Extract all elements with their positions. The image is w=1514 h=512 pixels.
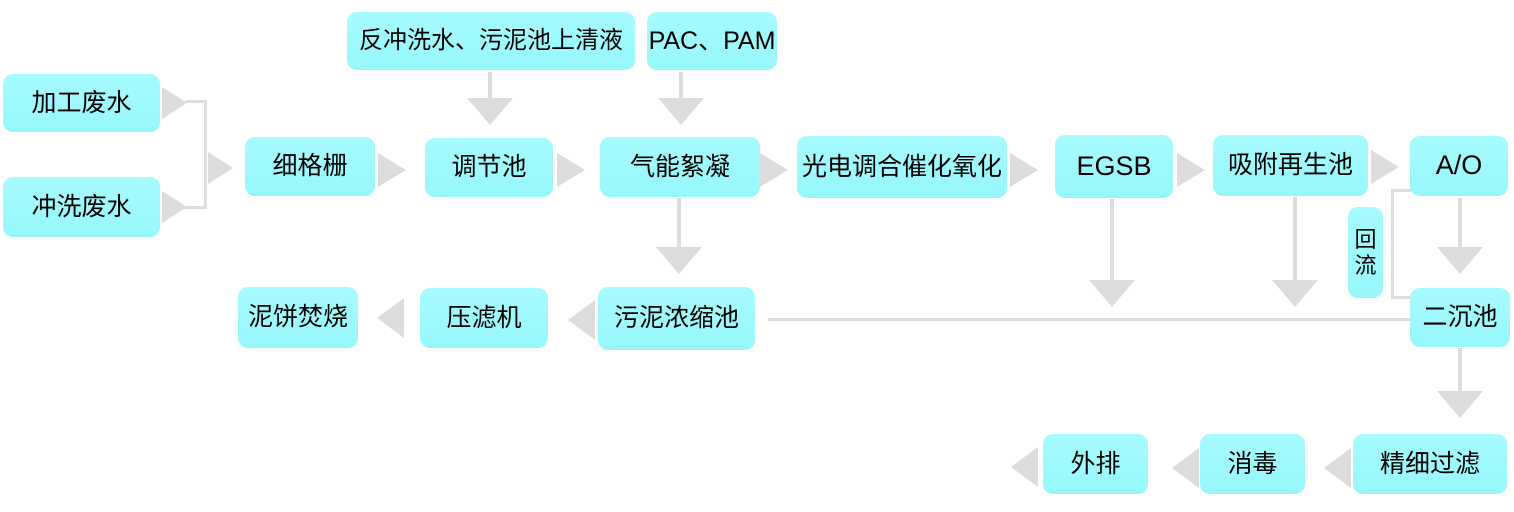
- arrow-right-merge-to-fine-screen-icon: [208, 152, 233, 184]
- node-photoelectric-oxidation: 光电调合催化氧化: [797, 136, 1007, 198]
- connector-merge-vertical: [204, 100, 207, 209]
- node-secondary-sedimentation: 二沉池: [1410, 288, 1510, 347]
- node-filter-press: 压滤机: [420, 288, 548, 348]
- connector-reflux-vertical: [1391, 189, 1394, 299]
- arrow-right-fine-screen-to-regulating-icon: [378, 153, 406, 187]
- connector-sludge-line: [768, 318, 1412, 321]
- connector-reflux-bottom: [1391, 296, 1411, 299]
- arrow-down-pacpam-to-flocculation-icon: [658, 98, 704, 125]
- node-backwash-supernatant: 反冲洗水、污泥池上清液: [347, 12, 635, 70]
- arrow-left-thickening-to-filterpress-icon: [568, 300, 595, 340]
- arrow-down-ao-shaft: [1458, 198, 1462, 247]
- node-disinfection: 消毒: [1200, 434, 1305, 494]
- arrow-down-sedimentation-to-filtration-icon: [1437, 391, 1483, 418]
- arrow-right-oxidation-to-egsb-icon: [1010, 153, 1038, 187]
- node-rinse-wastewater: 冲洗废水: [3, 177, 160, 237]
- node-pac-pam: PAC、PAM: [647, 12, 777, 70]
- arrow-down-flocculation-to-thickening-icon: [656, 247, 702, 274]
- arrow-down-ao-to-sedimentation-icon: [1437, 247, 1483, 274]
- arrow-down-pacpam-shaft: [679, 72, 683, 100]
- node-fine-screen: 细格栅: [245, 137, 375, 196]
- arrow-down-backwash-shaft: [488, 72, 492, 100]
- arrow-left-filterpress-to-incineration-icon: [377, 298, 404, 338]
- arrow-down-egsb-to-sludge-line-icon: [1089, 280, 1135, 307]
- connector-merge-stub-top: [185, 100, 207, 103]
- node-reflux-label: 回流: [1348, 207, 1383, 298]
- node-regulating-tank: 调节池: [425, 138, 553, 197]
- node-adsorption-regeneration: 吸附再生池: [1213, 135, 1368, 196]
- node-gas-flocculation: 气能絮凝: [600, 137, 760, 197]
- arrow-down-sedimentation-shaft: [1458, 348, 1462, 391]
- node-sludge-incineration: 泥饼焚烧: [238, 287, 358, 348]
- arrow-left-discharge-out-icon: [1011, 447, 1038, 487]
- node-ao: A/O: [1410, 136, 1508, 196]
- node-fine-filtration: 精细过滤: [1353, 434, 1507, 494]
- arrow-down-adsorption-to-sludge-line-icon: [1272, 280, 1318, 307]
- arrow-down-adsorption-sludge-shaft: [1293, 197, 1297, 280]
- node-egsb: EGSB: [1055, 135, 1173, 198]
- arrow-right-regulating-to-flocculation-icon: [557, 153, 585, 187]
- arrow-left-filtration-to-disinfection-icon: [1324, 448, 1351, 488]
- arrow-right-adsorption-to-ao-icon: [1371, 150, 1399, 184]
- connector-merge-stub-bottom: [185, 206, 207, 209]
- connector-reflux-top: [1391, 189, 1411, 192]
- arrow-right-processing-out-icon: [162, 87, 187, 119]
- arrow-down-egsb-sludge-shaft: [1110, 199, 1114, 280]
- node-processing-wastewater: 加工废水: [3, 74, 160, 132]
- arrow-down-backwash-to-regulating-icon: [467, 98, 513, 125]
- arrow-right-rinse-out-icon: [162, 191, 187, 223]
- arrow-right-egsb-to-adsorption-icon: [1177, 153, 1205, 187]
- arrow-right-flocculation-to-oxidation-icon: [760, 153, 788, 187]
- arrow-down-flocculation-sludge-shaft: [677, 198, 681, 247]
- arrow-left-disinfection-to-discharge-icon: [1172, 448, 1199, 488]
- node-sludge-thickening: 污泥浓缩池: [598, 287, 755, 350]
- node-discharge: 外排: [1043, 434, 1148, 494]
